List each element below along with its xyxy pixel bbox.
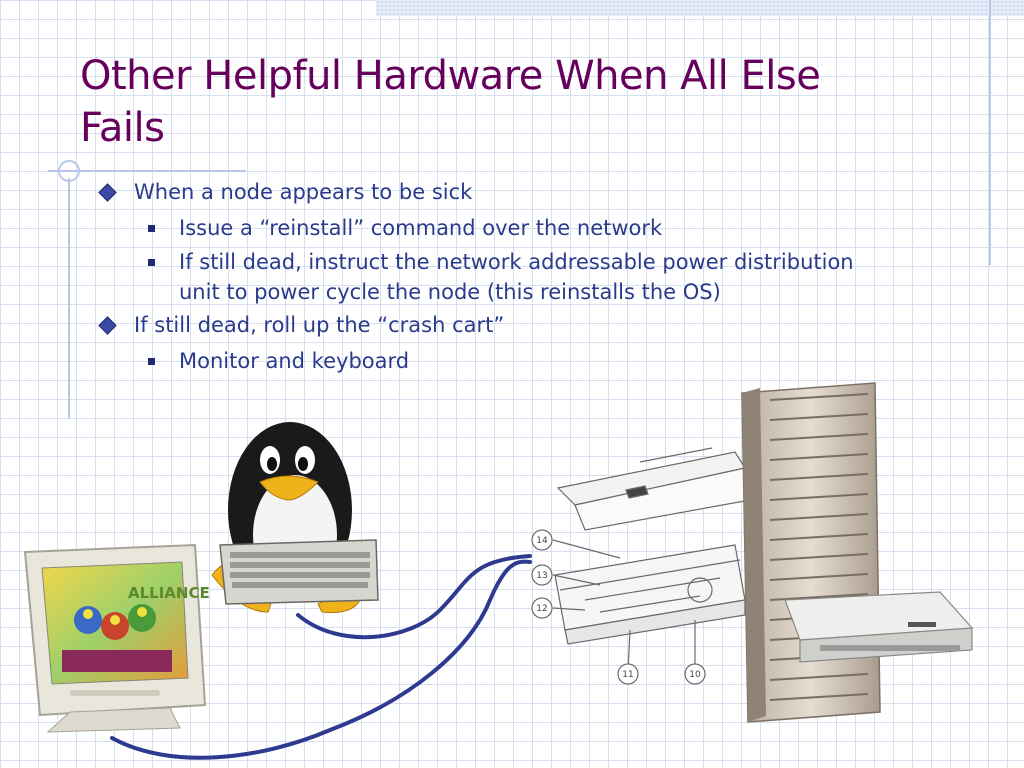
slide-title: Other Helpful Hardware When All Else Fai… bbox=[80, 53, 821, 151]
bullet-text: When a node appears to be sick bbox=[134, 180, 473, 204]
keyboard-icon bbox=[219, 539, 379, 605]
decorative-vertical-line-right bbox=[989, 0, 991, 265]
square-bullet-icon bbox=[148, 225, 155, 232]
callout-label: 14 bbox=[536, 536, 548, 546]
bullet-text: Issue a “reinstall” command over the net… bbox=[179, 216, 663, 240]
bullet-level1: If still dead, roll up the “crash cart” bbox=[98, 311, 878, 340]
square-bullet-icon bbox=[148, 358, 155, 365]
cable-icon bbox=[110, 554, 532, 760]
server-diagram-icon bbox=[531, 447, 751, 685]
decorative-horizontal-line bbox=[48, 170, 246, 172]
callout-label: 13 bbox=[536, 571, 547, 581]
monitor-screen-text: ALLIANCE bbox=[128, 584, 210, 602]
callout-label: 11 bbox=[622, 670, 633, 680]
square-bullet-icon bbox=[148, 259, 155, 266]
bullet-level2: Issue a “reinstall” command over the net… bbox=[98, 213, 878, 243]
bullet-text: If still dead, instruct the network addr… bbox=[179, 250, 854, 304]
crt-monitor-icon: ALLIANCE bbox=[23, 543, 210, 733]
bullet-level2: Monitor and keyboard bbox=[98, 346, 878, 376]
decorative-circle bbox=[58, 160, 80, 182]
decorative-vertical-line-left bbox=[68, 178, 70, 418]
bullet-level1: When a node appears to be sick bbox=[98, 178, 878, 207]
bullet-level2: If still dead, instruct the network addr… bbox=[98, 247, 878, 307]
bullet-list: When a node appears to be sick Issue a “… bbox=[98, 178, 878, 380]
bullet-text: Monitor and keyboard bbox=[179, 349, 410, 373]
callout-label: 12 bbox=[536, 604, 547, 614]
bullet-text: If still dead, roll up the “crash cart” bbox=[134, 313, 505, 337]
top-decorative-band bbox=[376, 0, 1024, 16]
callout-label: 10 bbox=[689, 670, 701, 680]
server-rack-icon bbox=[741, 382, 974, 723]
